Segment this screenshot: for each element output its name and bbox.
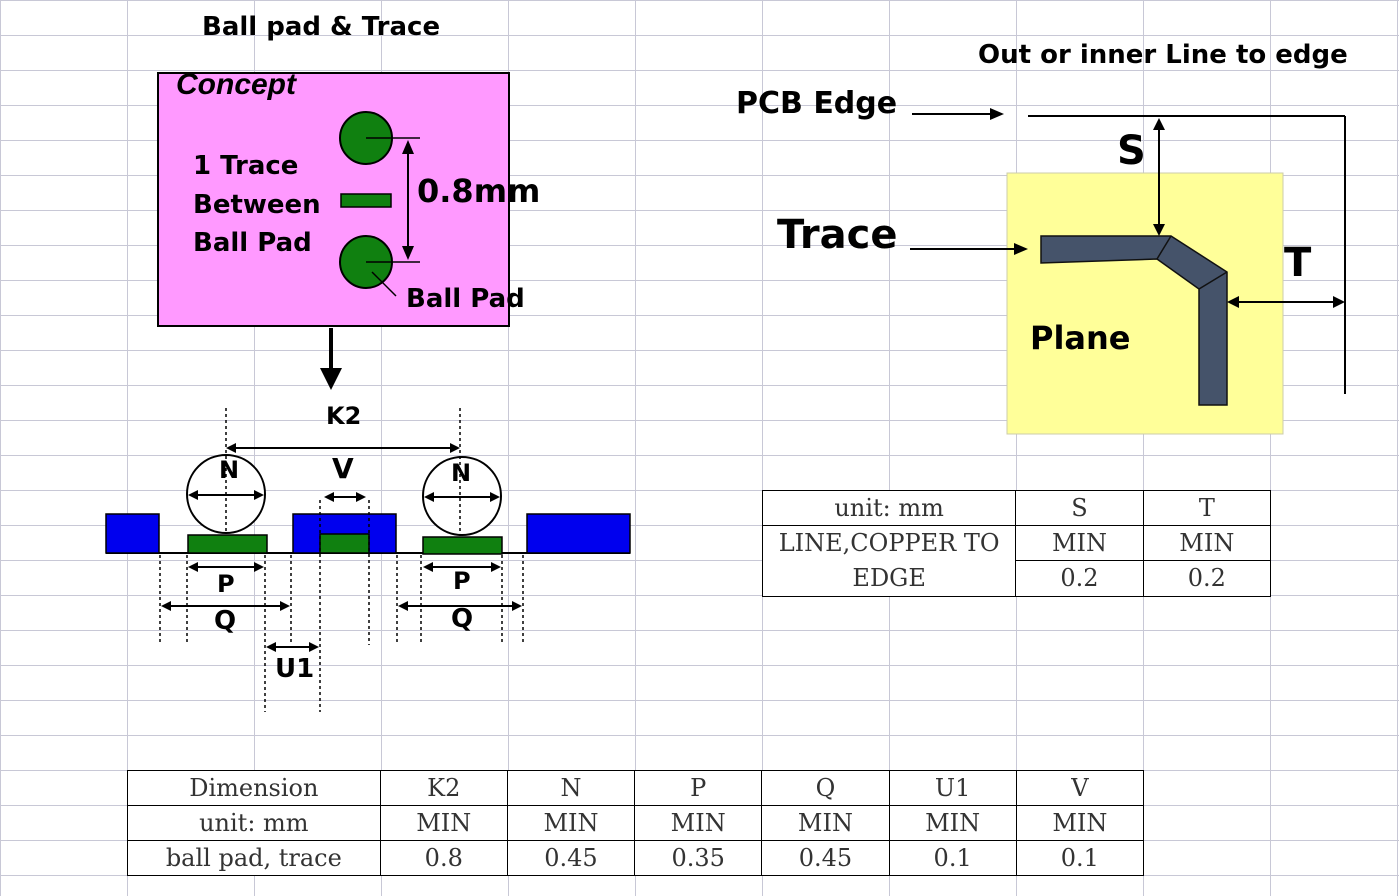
edge-table-label-line-1: LINE,COPPER TO — [778, 529, 1000, 557]
concept-box — [157, 72, 510, 327]
trace-bar — [340, 193, 392, 208]
k2-label: K2 — [326, 402, 362, 430]
dim-header-cell: V — [1015, 770, 1145, 806]
dim-header-cell: Dimension — [127, 770, 381, 806]
dim-unit-cell: unit: mm — [127, 805, 381, 841]
dim-value-cell: ball pad, trace — [127, 840, 381, 876]
concept-title: Concept — [176, 68, 296, 101]
pitch-label: 0.8mm — [417, 172, 541, 210]
edge-table-unit: unit: mm — [761, 490, 1017, 526]
edge-table-t-min: MIN — [1142, 525, 1272, 561]
trace-label: Trace — [777, 212, 898, 258]
n-left-label: N — [219, 456, 240, 484]
q-left-label: Q — [214, 606, 237, 636]
edge-table-t-header: T — [1142, 490, 1272, 526]
down-arrow-icon — [320, 368, 342, 390]
t-label: T — [1284, 240, 1312, 286]
dim-unit-cell: MIN — [506, 805, 636, 841]
edge-table-label-line-2: EDGE — [852, 564, 926, 592]
edge-table: unit: mm S T LINE,COPPER TO EDGE MIN MIN… — [761, 490, 1272, 598]
dim-value-cell: 0.35 — [634, 840, 763, 876]
pcb-edge-label: PCB Edge — [736, 86, 898, 121]
p-left-label: P — [217, 570, 235, 598]
edge-arrow-icon — [990, 108, 1004, 120]
trace-pad-middle — [319, 533, 370, 554]
dim-unit-cell: MIN — [888, 805, 1017, 841]
edge-table-s-min: MIN — [1015, 525, 1144, 561]
dim-value-cell: 0.45 — [506, 840, 636, 876]
edge-table-s-value: 0.2 — [1015, 559, 1144, 598]
dim-header-cell: K2 — [379, 770, 508, 806]
concept-line-1: 1 Trace — [193, 151, 299, 181]
dim-header-cell: U1 — [888, 770, 1017, 806]
dim-unit-cell: MIN — [634, 805, 763, 841]
trace-shape — [1040, 235, 1228, 406]
n-right-label: N — [451, 459, 472, 487]
dim-header-cell: Q — [761, 770, 890, 806]
ball-pad-label: Ball Pad — [406, 284, 525, 314]
copper-left — [105, 513, 160, 554]
s-label: S — [1117, 128, 1146, 174]
edge-section-title: Out or inner Line to edge — [978, 40, 1348, 70]
v-label: V — [332, 452, 354, 485]
pad-right — [422, 536, 503, 555]
dim-value-cell: 0.1 — [888, 840, 1017, 876]
edge-table-s-header: S — [1015, 490, 1144, 526]
dim-header-cell: N — [506, 770, 636, 806]
u1-label: U1 — [275, 654, 315, 684]
dim-value-cell: 0.45 — [761, 840, 890, 876]
p-right-label: P — [453, 567, 471, 595]
concept-line-3: Ball Pad — [193, 228, 312, 258]
pad-left — [187, 534, 268, 554]
dim-value-cell: 0.8 — [379, 840, 508, 876]
dim-unit-cell: MIN — [1015, 805, 1145, 841]
dim-unit-cell: MIN — [379, 805, 508, 841]
dim-header-cell: P — [634, 770, 763, 806]
dimension-table: Dimension K2 N P Q U1 V unit: mm MIN MIN… — [127, 770, 1145, 876]
dim-unit-cell: MIN — [761, 805, 890, 841]
trace-arrow-icon — [1014, 243, 1028, 255]
ball-pad-trace-title: Ball pad & Trace — [202, 12, 441, 42]
plane-area — [1006, 172, 1284, 435]
plane-label: Plane — [1030, 319, 1131, 357]
edge-table-label: LINE,COPPER TO EDGE — [761, 525, 1017, 597]
edge-table-t-value: 0.2 — [1142, 559, 1272, 598]
dim-value-cell: 0.1 — [1015, 840, 1145, 876]
copper-right — [526, 513, 631, 554]
concept-line-2: Between — [193, 190, 321, 220]
q-right-label: Q — [451, 604, 474, 634]
